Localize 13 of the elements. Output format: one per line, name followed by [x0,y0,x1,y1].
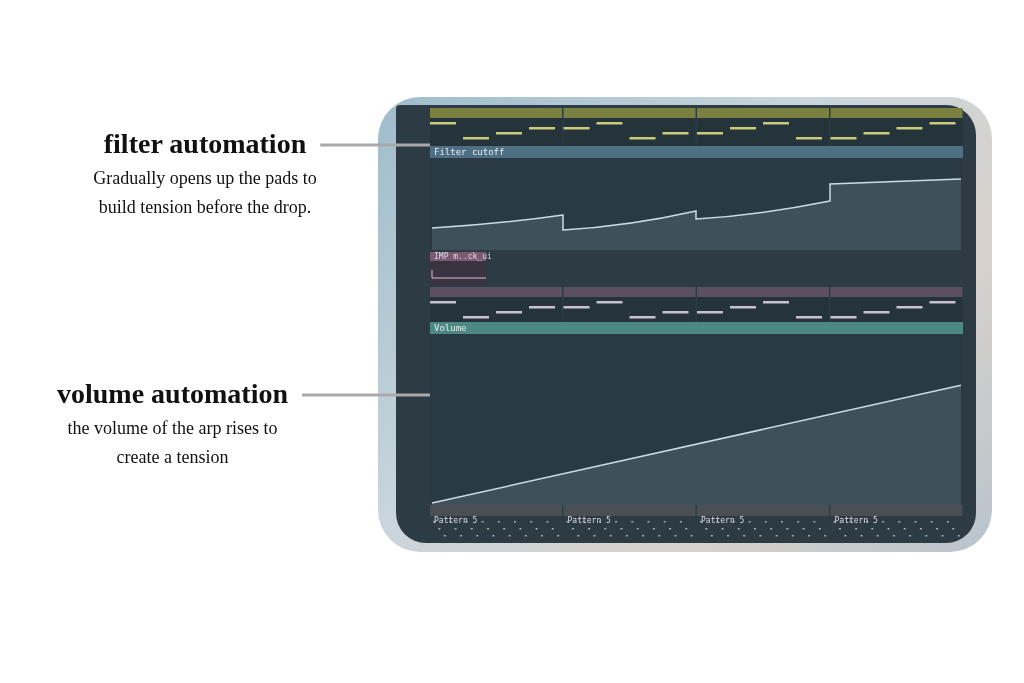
leader-line [320,143,430,147]
annotation-text: Gradually opens up the pads to build tension before the drop. [92,167,318,219]
screenshot-picture [378,97,992,552]
leader-line [302,393,430,397]
pattern-title: Pattern 5 [701,516,745,526]
pattern-title: Pattern 5 [567,516,611,526]
annotation-heading: volume automation [57,378,288,410]
pattern-title: Pattern 5 [834,516,878,526]
annotation-heading: filter automation [103,128,307,160]
pattern-title: Pattern 5 [434,516,478,526]
clip-title: Volume [430,322,963,334]
annotation-text: the volume of the arp rises to create a tension [66,417,279,469]
clip-title: Filter cutoff [430,146,963,158]
